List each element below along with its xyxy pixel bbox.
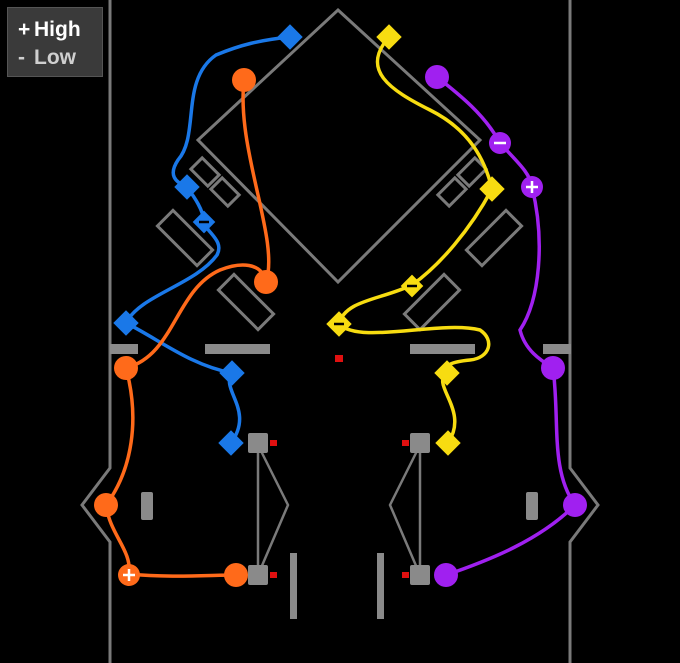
left-block-2 — [208, 175, 242, 209]
purple-wire-4 — [551, 366, 577, 507]
legend: +High -Low — [7, 7, 103, 77]
left-block-3 — [155, 208, 215, 268]
right-block-4 — [402, 272, 462, 332]
yellow-wire-3 — [337, 322, 491, 375]
blue-nodes — [113, 24, 303, 456]
yellow-diamond-node — [479, 176, 505, 202]
orange-circle-node — [224, 563, 248, 587]
red-marker-right-bottom — [402, 572, 409, 578]
blue-diamond-node — [218, 430, 244, 456]
purple-circle-node — [425, 65, 449, 89]
yellow-minus-icon — [334, 284, 417, 326]
legend-low: -Low — [18, 46, 76, 70]
bars — [110, 344, 571, 619]
left-block-1 — [188, 155, 222, 189]
blue-wire-1 — [171, 35, 292, 189]
right-rail — [568, 0, 600, 663]
purple-wire-5 — [444, 503, 577, 577]
shelf-left-outer — [110, 344, 138, 354]
blue-diamond-node — [174, 174, 200, 200]
legend-high-label: High — [34, 18, 81, 41]
orange-circle-node — [232, 68, 256, 92]
table-structure — [80, 0, 600, 663]
orange-wire-2 — [124, 263, 268, 370]
left-lower-links — [256, 444, 290, 576]
yellow-diamond-node — [376, 24, 402, 50]
right-post — [526, 492, 538, 520]
pad-left-bottom — [248, 565, 268, 585]
right-block-1 — [455, 155, 489, 189]
legend-high: +High — [18, 18, 81, 42]
left-post — [141, 492, 153, 520]
yellow-diamond-node — [435, 430, 461, 456]
center-bar-right — [377, 553, 384, 619]
orange-wire-3 — [104, 366, 135, 507]
orange-circle-node — [254, 270, 278, 294]
center-diamond — [195, 7, 483, 285]
purple-wire-3 — [518, 185, 555, 370]
pad-right-top — [410, 433, 430, 453]
red-marker-left-bottom — [270, 572, 277, 578]
yellow-wire-1 — [375, 35, 494, 191]
red-marker-center — [335, 355, 343, 362]
yellow-diamond-node — [434, 360, 460, 386]
orange-circle-node — [114, 356, 138, 380]
blue-wire-3 — [124, 321, 234, 375]
shelf-right-inner — [410, 344, 475, 354]
blue-diamond-node — [277, 24, 303, 50]
right-block-3 — [464, 208, 524, 268]
pad-left-top — [248, 433, 268, 453]
red-markers — [270, 355, 409, 578]
shelf-right-outer — [543, 344, 571, 354]
blue-diamond-node — [219, 360, 245, 386]
orange-nodes — [94, 68, 278, 587]
purple-circle-node — [563, 493, 587, 517]
blue-diamond-node — [113, 310, 139, 336]
blue-wires — [124, 35, 292, 445]
purple-plus-icon — [526, 181, 538, 193]
right-block-2 — [435, 175, 469, 209]
plus-icon: + — [18, 18, 31, 41]
orange-plus-icon — [123, 569, 135, 581]
minus-icon: - — [18, 46, 25, 69]
purple-circle-node — [541, 356, 565, 380]
blue-wire-2 — [124, 185, 221, 325]
orange-wire-1 — [241, 78, 271, 284]
center-bar-left — [290, 553, 297, 619]
red-marker-right-top — [402, 440, 409, 446]
orange-circle-node — [94, 493, 118, 517]
shelf-left-inner — [205, 344, 270, 354]
yellow-wires — [337, 35, 494, 445]
pad-right-bottom — [410, 565, 430, 585]
legend-low-label: Low — [34, 46, 76, 69]
left-rail — [80, 0, 112, 663]
left-block-4 — [216, 272, 276, 332]
purple-circle-node — [434, 563, 458, 587]
red-marker-left-top — [270, 440, 277, 446]
right-lower-links — [388, 444, 422, 576]
